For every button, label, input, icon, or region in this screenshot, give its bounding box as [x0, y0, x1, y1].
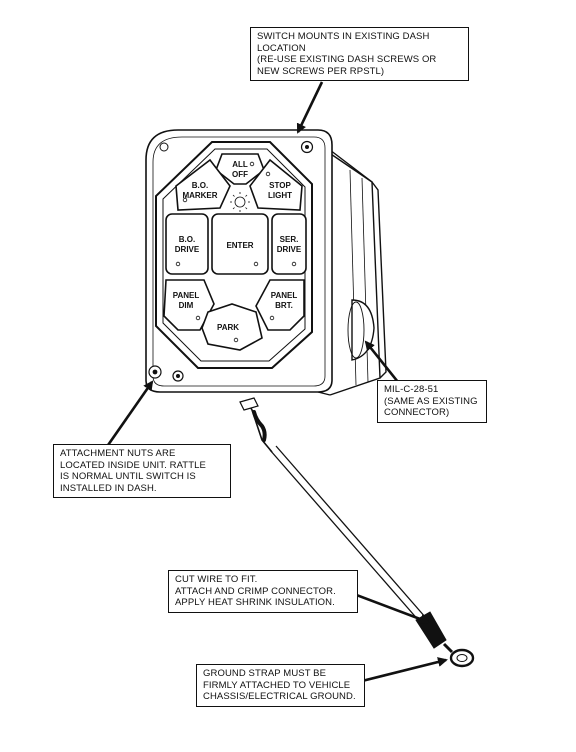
stop-light-label-1: STOP [269, 181, 291, 190]
bo-drive-label-2: DRIVE [175, 245, 200, 254]
svg-text:PARK: PARK [217, 323, 239, 332]
bo-drive-label-1: B.O. [179, 235, 195, 244]
callout-wire: CUT WIRE TO FIT. ATTACH AND CRIMP CONNEC… [168, 570, 358, 613]
callout-mount-line: (RE-USE EXISTING DASH SCREWS OR [257, 54, 437, 65]
ser-drive-label-1: SER. [280, 235, 299, 244]
park-label: PARK [217, 323, 239, 332]
svg-text:ENTER: ENTER [226, 241, 253, 250]
callout-nuts: ATTACHMENT NUTS ARE LOCATED INSIDE UNIT.… [53, 444, 231, 498]
all-off-label-2: OFF [232, 170, 248, 179]
button-enter[interactable]: ENTER [211, 213, 269, 275]
callout-nuts-line: ATTACHMENT NUTS ARE [60, 448, 176, 459]
ground-cable [239, 397, 475, 668]
enter-label: ENTER [226, 241, 253, 250]
callout-nuts-line: INSTALLED IN DASH. [60, 482, 157, 494]
button-bo-marker[interactable]: B.O.MARKER [175, 158, 231, 211]
callout-connector: MIL-C-28-51 (SAME AS EXISTING CONNECTOR) [377, 380, 487, 423]
connector [347, 299, 375, 361]
callout-ground-line: GROUND STRAP MUST BE [203, 668, 327, 679]
callout-mount-line: LOCATION [257, 42, 306, 54]
arrow-connector [364, 340, 400, 383]
stop-light-label-2: LIGHT [268, 191, 292, 200]
arrow-mount [296, 81, 324, 134]
ser-drive-label-2: DRIVE [277, 245, 302, 254]
bo-marker-label-1: B.O. [192, 181, 208, 190]
callout-wire-line: CUT WIRE TO FIT. [175, 574, 258, 585]
callout-wire-line: ATTACH AND CRIMP CONNECTOR. [175, 585, 336, 597]
svg-text:B.O.DRIVE: B.O.DRIVE [175, 235, 200, 254]
callout-ground: GROUND STRAP MUST BE FIRMLY ATTACHED TO … [196, 664, 365, 707]
callout-mount-line: SWITCH MOUNTS IN EXISTING DASH [257, 31, 430, 42]
callout-ground-line: CHASSIS/ELECTRICAL GROUND. [203, 691, 356, 702]
bo-marker-label-2: MARKER [182, 191, 217, 200]
callout-ground-line: FIRMLY ATTACHED TO VEHICLE [203, 679, 351, 691]
callout-wire-line: APPLY HEAT SHRINK INSULATION. [175, 597, 335, 608]
callout-connector-line: MIL-C-28-51 [384, 384, 439, 395]
button-park[interactable]: PARK [201, 303, 263, 351]
panel-brt-label-2: BRT. [275, 301, 293, 310]
callout-nuts-line: IS NORMAL UNTIL SWITCH IS [60, 471, 196, 482]
panel-brt-label-1: PANEL [271, 291, 298, 300]
panel-dim-label-2: DIM [179, 301, 194, 310]
svg-text:B.O.MARKER: B.O.MARKER [182, 181, 217, 200]
callout-mount: SWITCH MOUNTS IN EXISTING DASH LOCATION … [250, 27, 469, 81]
callout-nuts-line: LOCATED INSIDE UNIT. RATTLE [60, 459, 206, 471]
callout-connector-line: (SAME AS EXISTING [384, 395, 478, 407]
callout-connector-line: CONNECTOR) [384, 407, 450, 418]
button-bo-drive[interactable]: B.O.DRIVE [165, 213, 209, 275]
arrow-nuts [104, 380, 154, 449]
panel-dim-label-1: PANEL [173, 291, 200, 300]
svg-text:SER.DRIVE: SER.DRIVE [277, 235, 302, 254]
button-ser-drive[interactable]: SER.DRIVE [271, 213, 307, 275]
all-off-label-1: ALL [232, 160, 248, 169]
arrow-ground [357, 657, 448, 684]
brightness-indicator-icon [230, 192, 250, 212]
callout-mount-line: NEW SCREWS PER RPSTL) [257, 65, 385, 77]
